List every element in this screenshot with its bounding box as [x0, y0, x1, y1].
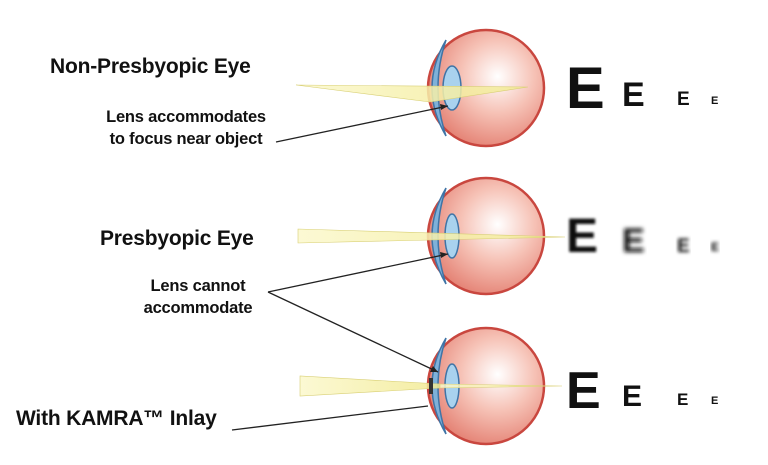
chart-letter-small: E — [677, 89, 690, 110]
light-beam — [299, 375, 441, 397]
pointer-line — [231, 405, 429, 431]
note-line: to focus near object — [109, 130, 263, 148]
chart-letter-tiny: E — [711, 240, 719, 254]
cornea-icon — [431, 39, 447, 137]
cornea-icon — [431, 187, 447, 285]
eye-row-3 — [299, 326, 563, 446]
pointer-arrowheads — [430, 104, 448, 372]
row-note-cannot-accommodate: Lens cannot accommodate — [138, 275, 258, 319]
chart-letter-small: E — [677, 236, 690, 257]
cornea-icon — [431, 337, 447, 435]
eye-row-2 — [297, 176, 566, 296]
kamra-inlay-icon — [429, 378, 433, 394]
chart-letter-medium: E — [622, 222, 645, 260]
arrowhead-icon — [440, 252, 448, 258]
chart-letter-tiny: E — [711, 395, 718, 407]
chart-letter-large: E — [566, 210, 598, 263]
light-beam — [297, 228, 566, 244]
light-beam-narrow — [439, 383, 563, 389]
eye-row-1 — [295, 28, 546, 148]
arrowhead-icon — [430, 366, 438, 372]
chart-letter-tiny: E — [711, 95, 718, 107]
chart-letter-medium: E — [622, 76, 645, 114]
chart-letter-large: E — [566, 56, 605, 121]
arrowhead-icon — [440, 104, 448, 110]
row-title-kamra-inlay: With KAMRA™ Inlay — [16, 407, 217, 430]
pointer-lines — [231, 105, 449, 431]
row-title-presbyopic: Presbyopic Eye — [100, 227, 254, 250]
light-beam — [295, 84, 529, 103]
pointer-line — [275, 105, 449, 143]
note-line: Lens accommodates — [106, 108, 266, 126]
chart-letter-medium: E — [622, 380, 642, 413]
pointer-line — [267, 291, 439, 373]
row-note-accommodates: Lens accommodates to focus near object — [96, 106, 276, 150]
chart-letter-small: E — [677, 390, 688, 409]
chart-letter-large: E — [566, 362, 601, 420]
note-line: accommodate — [143, 299, 253, 317]
pointer-line — [267, 253, 449, 293]
eye-chart-letters: E E E E E E E E E E E E — [566, 56, 719, 420]
row-title-non-presbyopic: Non-Presbyopic Eye — [50, 55, 251, 78]
note-line: Lens cannot — [150, 277, 246, 295]
